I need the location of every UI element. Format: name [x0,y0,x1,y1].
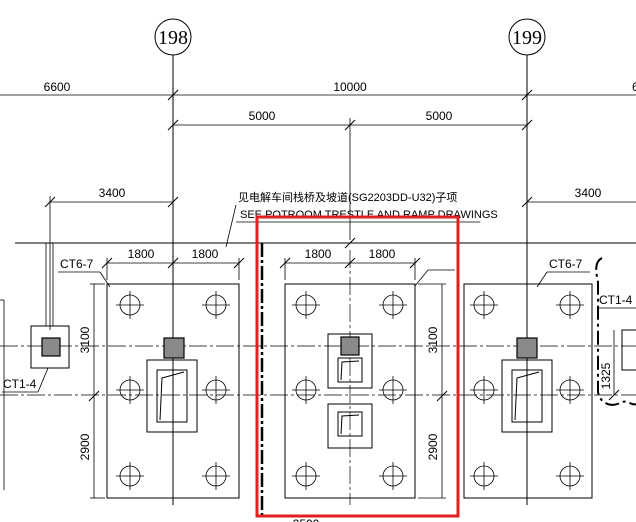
dim-5000-right: 5000 [426,109,453,123]
pile-dims-left: 1800 1800 [101,247,245,280]
note-chinese: 见电解车间栈桥及坡道(SG2203DD-U32)子项 [238,190,457,204]
axis-bubble-198: 198 [154,18,192,56]
axis-label-199: 199 [512,27,542,49]
label-ct6-7-right: CT6-7 [549,257,583,271]
pile-cap-far-right: CT1-4 1325 [595,257,636,406]
dim-1800-l2: 1800 [192,247,219,261]
dim-3100-mid: 3100 [426,326,440,353]
pile-cap-left: 3100 2900 [78,283,240,499]
dim-1800-m2: 1800 [369,247,396,261]
dim-2900-left: 2900 [78,433,92,460]
dim-1800-l1: 1800 [128,247,155,261]
pile-dims-mid: 1800 1800 [279,247,421,280]
dim-2900-mid: 2900 [426,433,440,460]
dimension-row-1: 6600 10000 6 [0,80,636,101]
axis-label-198: 198 [158,27,188,49]
axis-bubble-199: 199 [508,18,546,56]
dim-1325: 1325 [599,362,613,389]
dimension-row-3: 3400 3400 [44,186,636,330]
column-right [516,337,538,359]
label-ct6-7-left: CT6-7 [60,257,94,271]
pile-cap-right: CT6-7 [463,257,593,499]
highlight-box [255,215,460,518]
dim-3400-left: 3400 [99,186,126,200]
dim-5000-left: 5000 [249,109,276,123]
label-ct1-4-right: CT1-4 [599,293,633,307]
column-middle [340,336,360,356]
dim-bottom-cut: 2500 [293,517,320,522]
label-ct1-4-left: CT1-4 [3,377,37,391]
dim-6600: 6600 [44,80,71,94]
dimension-row-2: 5000 5000 [167,109,533,240]
column-far-left [41,337,61,357]
dim-3400-right: 3400 [575,186,602,200]
column-left [163,337,185,359]
dim-top-right: 6 [632,80,636,94]
pile-cap-far-left: CT1-4 [0,243,70,490]
label-ct6-left: CT6-7 [58,257,111,288]
dim-1800-m1: 1800 [305,247,332,261]
dim-10000: 10000 [333,80,367,94]
dim-3100-left: 3100 [78,326,92,353]
pile-cap-middle: 3100 2900 [284,269,455,499]
